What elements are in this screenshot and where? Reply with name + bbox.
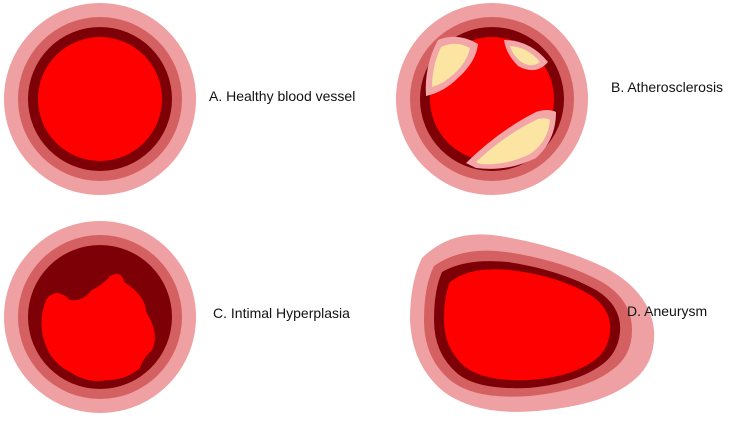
panel-a-label: A. Healthy blood vessel — [209, 88, 356, 104]
healthy-vessel-graphic — [4, 3, 196, 195]
atherosclerosis-vessel-graphic — [396, 3, 588, 195]
panel-c-label: C. Intimal Hyperplasia — [213, 305, 350, 321]
healthy-lumen — [38, 37, 162, 161]
plaque-upper-left-core — [432, 43, 470, 87]
panel-d-label: D. Aneurysm — [627, 303, 708, 319]
hyperplasia-lumen — [41, 274, 155, 381]
aneurysm-vessel-graphic — [410, 234, 655, 412]
aneurysm-lumen — [444, 269, 611, 381]
plaque-upper-right-core — [510, 46, 540, 66]
plaque-lower-right-core — [476, 118, 550, 165]
intimal-hyperplasia-vessel-graphic — [4, 221, 196, 413]
panel-b-label: B. Atherosclerosis — [611, 79, 724, 95]
